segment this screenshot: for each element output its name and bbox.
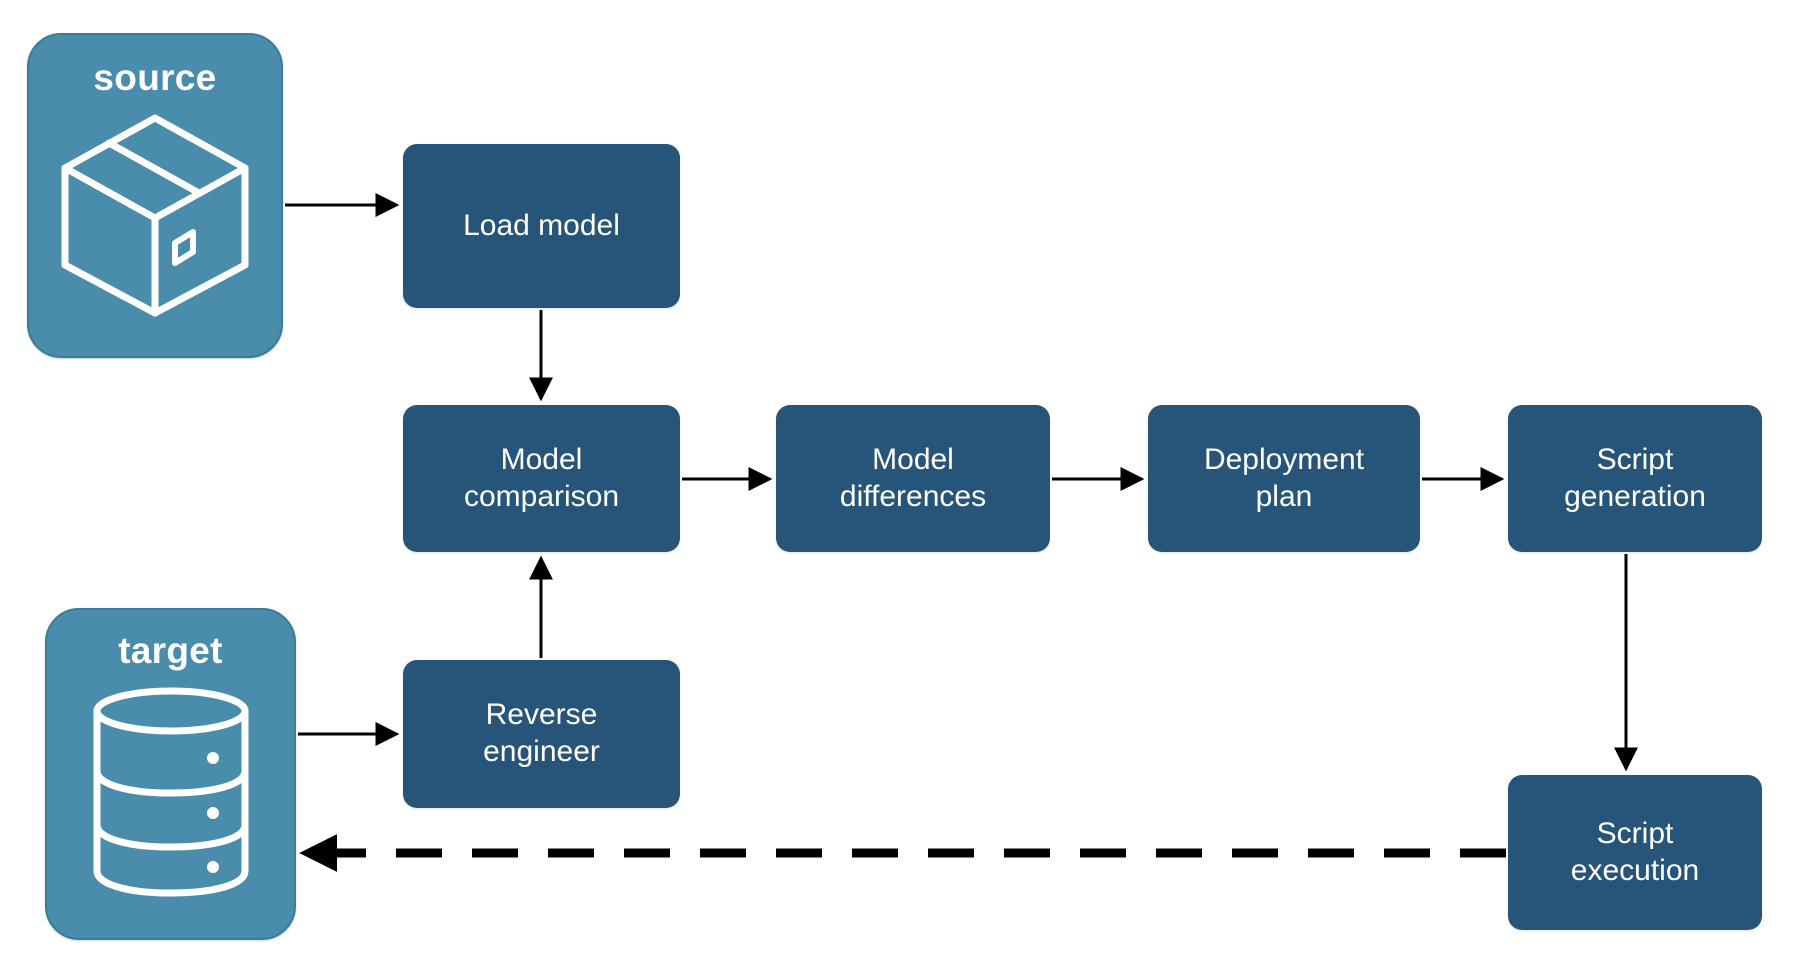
process-load-model[interactable]: Load model <box>403 144 680 308</box>
endpoint-source[interactable]: source <box>27 33 283 358</box>
process-model-differences-label: Model differences <box>839 442 987 513</box>
process-reverse-engineer[interactable]: Reverse engineer <box>403 660 680 808</box>
database-cylinder-icon <box>61 669 280 912</box>
process-script-generation-label: Script generation <box>1564 442 1706 513</box>
process-script-execution-label: Script execution <box>1570 816 1700 887</box>
process-load-model-label: Load model <box>463 208 620 242</box>
endpoint-target-label: target <box>118 630 223 671</box>
process-reverse-engineer-label: Reverse engineer <box>483 698 600 768</box>
endpoint-target[interactable]: target <box>45 608 296 940</box>
process-script-generation[interactable]: Script generation <box>1508 405 1762 552</box>
process-script-execution[interactable]: Script execution <box>1508 775 1762 930</box>
process-model-comparison[interactable]: Model comparison <box>403 405 680 552</box>
process-deployment-plan-label: Deployment plan <box>1203 442 1365 513</box>
endpoint-source-label: source <box>93 57 217 98</box>
process-deployment-plan[interactable]: Deployment plan <box>1148 405 1420 552</box>
process-model-differences[interactable]: Model differences <box>776 405 1050 552</box>
package-box-icon <box>43 96 267 334</box>
process-model-comparison-label: Model comparison <box>463 442 620 513</box>
